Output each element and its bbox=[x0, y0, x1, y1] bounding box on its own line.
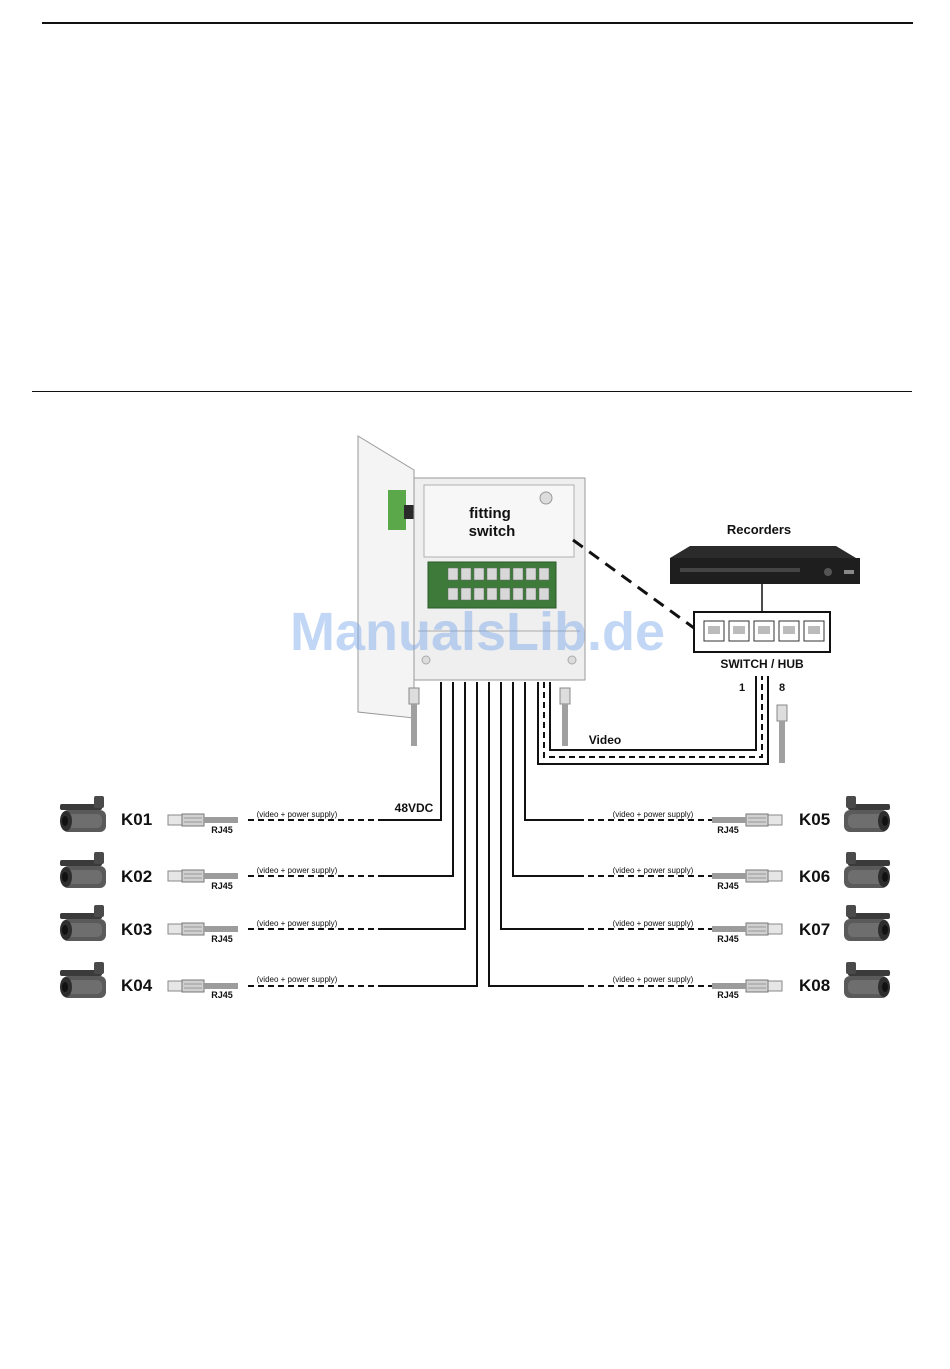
camera-icon bbox=[60, 905, 106, 941]
rj45-plug-icon bbox=[559, 687, 571, 746]
camera-id-k08: K08 bbox=[799, 976, 830, 995]
switch-hub-label: SWITCH / HUB bbox=[720, 657, 804, 671]
rj45-label: RJ45 bbox=[211, 881, 233, 891]
camera-id-k04: K04 bbox=[121, 976, 153, 995]
watermark: ManualsLib.de bbox=[290, 602, 666, 662]
cable-label: (video + power supply) bbox=[613, 866, 694, 875]
rj45-label: RJ45 bbox=[211, 825, 233, 835]
cable-label: (video + power supply) bbox=[257, 975, 338, 984]
fitting-switch-label-1: fitting bbox=[469, 505, 511, 522]
uplink-dashed-line bbox=[572, 538, 695, 630]
camera-icon bbox=[60, 852, 106, 888]
recorder-device bbox=[670, 546, 860, 584]
rj45-plug-icon bbox=[408, 687, 420, 746]
rj45-label: RJ45 bbox=[717, 881, 739, 891]
camera-id-k06: K06 bbox=[799, 867, 830, 886]
video-label: Video bbox=[589, 733, 621, 747]
switch-port-8-label: 8 bbox=[779, 682, 785, 694]
camera-icon bbox=[60, 796, 106, 832]
cable-label: (video + power supply) bbox=[257, 919, 338, 928]
cable-label: (video + power supply) bbox=[257, 866, 338, 875]
psu-enclosure bbox=[357, 435, 586, 719]
switch-port-1-label: 1 bbox=[739, 682, 745, 694]
cable-label: (video + power supply) bbox=[613, 919, 694, 928]
fitting-switch-label-2: switch bbox=[469, 523, 516, 540]
door-module bbox=[388, 490, 406, 530]
camera-id-k02: K02 bbox=[121, 867, 152, 886]
power-48vdc-label: 48VDC bbox=[395, 801, 434, 815]
camera-icon bbox=[844, 852, 890, 888]
rj45-label: RJ45 bbox=[717, 934, 739, 944]
camera-icon bbox=[844, 905, 890, 941]
rj45-label: RJ45 bbox=[211, 990, 233, 1000]
cable-label: (video + power supply) bbox=[613, 810, 694, 819]
cable-label: (video + power supply) bbox=[613, 975, 694, 984]
cable-label: (video + power supply) bbox=[257, 810, 338, 819]
dashed-cable-segments bbox=[248, 819, 714, 987]
recorders-label: Recorders bbox=[727, 522, 791, 537]
section-rule bbox=[32, 391, 912, 392]
left-feed-lines bbox=[378, 682, 478, 987]
rj45-label: RJ45 bbox=[211, 934, 233, 944]
camera-id-k03: K03 bbox=[121, 920, 152, 939]
camera-id-k07: K07 bbox=[799, 920, 830, 939]
top-rule bbox=[42, 22, 913, 24]
camera-icon bbox=[60, 962, 106, 998]
right-feed-lines bbox=[488, 682, 578, 987]
camera-icon bbox=[844, 962, 890, 998]
camera-id-k05: K05 bbox=[799, 810, 830, 829]
rj45-plug-icon bbox=[776, 704, 788, 763]
video-cable-bundle bbox=[537, 676, 769, 765]
pcb-ports bbox=[447, 567, 550, 601]
rj45-label: RJ45 bbox=[717, 990, 739, 1000]
rj45-label: RJ45 bbox=[717, 825, 739, 835]
camera-icon bbox=[844, 796, 890, 832]
camera-id-k01: K01 bbox=[121, 810, 152, 829]
switch-hub-device bbox=[693, 611, 831, 653]
